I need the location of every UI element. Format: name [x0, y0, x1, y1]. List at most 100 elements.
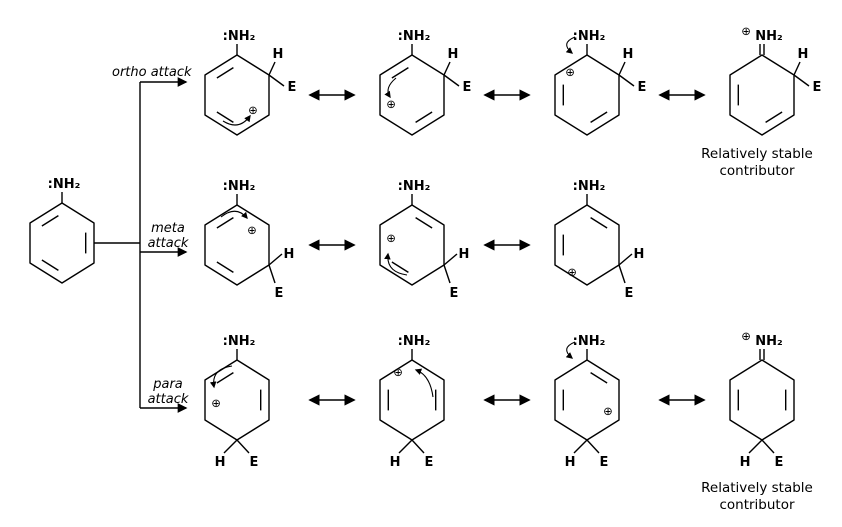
iminium-charge-symbol: ⊕: [741, 24, 751, 38]
ring: [379, 204, 445, 286]
amine-label: :NH₂: [573, 179, 606, 194]
double-bond: [216, 372, 234, 384]
iminium-charge-symbol: ⊕: [741, 329, 751, 343]
hydrogen-label: H: [798, 47, 809, 62]
charge-symbol: ⊕: [603, 404, 613, 418]
electrophile-bond: [618, 74, 635, 87]
stable-contributor-caption: Relatively stable: [701, 480, 813, 496]
electrophile-bond: [443, 264, 451, 284]
electron-flow-arrow: [384, 252, 408, 276]
structure-ortho-2: :NH₂ H E ⊕: [379, 29, 472, 136]
charge-symbol: ⊕: [567, 265, 577, 279]
hydrogen-label: H: [284, 247, 295, 262]
hydrogen-bond: [268, 61, 276, 76]
pathway-label-meta: attack: [148, 236, 189, 251]
hydrogen-label: H: [623, 47, 634, 62]
structure-aniline: :NH₂: [29, 177, 95, 284]
charge-symbol: ⊕: [248, 103, 258, 117]
electrophile-label: E: [425, 455, 434, 470]
electrophile-label: E: [813, 80, 822, 95]
structure-ortho-4: NH₂⊕HE: [729, 24, 822, 136]
hydrogen-bond: [748, 439, 763, 454]
double-bond: [391, 261, 409, 273]
double-bond: [590, 372, 608, 384]
amine-label: :NH₂: [398, 179, 431, 194]
ring: [729, 359, 795, 441]
hydrogen-bond: [573, 439, 588, 454]
ring: [29, 202, 95, 284]
amine-label: :NH₂: [223, 334, 256, 349]
hydrogen-bond: [618, 61, 626, 76]
pathway-label-para: para: [152, 377, 183, 392]
hydrogen-label: H: [565, 455, 576, 470]
electrophile-label: E: [288, 80, 297, 95]
pathway-label-meta: meta: [151, 221, 185, 236]
electrophile-bond: [443, 74, 460, 87]
electrophile-label: E: [775, 455, 784, 470]
charge-symbol: ⊕: [247, 223, 257, 237]
electrophile-bond: [411, 439, 425, 454]
structure-ortho-3: :NH₂ H E ⊕: [554, 29, 647, 136]
double-bond: [216, 67, 234, 79]
amine-label: :NH₂: [223, 29, 256, 44]
electron-flow-arrow: [222, 114, 251, 126]
amine-label: :NH₂: [573, 29, 606, 44]
structure-para-4: NH₂ ⊕ H E: [729, 329, 795, 470]
double-bond: [216, 217, 234, 229]
double-bond: [415, 111, 433, 123]
electrophile-label: E: [463, 80, 472, 95]
ring: [729, 54, 795, 136]
ring: [554, 359, 620, 441]
hydrogen-bond: [618, 253, 633, 266]
electron-flow-arrow: [209, 365, 233, 389]
iminium-label: NH₂: [755, 334, 782, 349]
double-bond: [590, 217, 608, 229]
electron-flow-arrow: [414, 368, 434, 398]
hydrogen-bond: [223, 439, 238, 454]
hydrogen-label: H: [740, 455, 751, 470]
stable-contributor-caption: contributor: [719, 163, 795, 179]
electrophile-bond: [268, 74, 285, 87]
hydrogen-bond: [443, 61, 451, 76]
electrophile-label: E: [450, 286, 459, 301]
hydrogen-label: H: [448, 47, 459, 62]
amine-label: :NH₂: [398, 29, 431, 44]
double-bond: [765, 111, 783, 123]
amine-label: :NH₂: [398, 334, 431, 349]
amine-label: :NH₂: [223, 179, 256, 194]
electrophile-bond: [761, 439, 775, 454]
ring: [554, 204, 620, 286]
hydrogen-bond: [443, 253, 458, 266]
double-bond: [415, 217, 433, 229]
electrophile-label: E: [275, 286, 284, 301]
hydrogen-label: H: [390, 455, 401, 470]
pathway-label-ortho: ortho attack: [112, 65, 192, 80]
electron-flow-arrow: [565, 341, 576, 359]
ring: [204, 54, 270, 136]
structure-meta-2: :NH₂ H E ⊕: [379, 179, 470, 301]
charge-symbol: ⊕: [565, 65, 575, 79]
double-bond: [590, 111, 608, 123]
ring: [204, 204, 270, 286]
electrophile-bond: [793, 74, 810, 87]
hydrogen-bond: [398, 439, 413, 454]
electrophile-bond: [586, 439, 600, 454]
ring: [379, 359, 445, 441]
amine-label: :NH₂: [573, 334, 606, 349]
hydrogen-label: H: [215, 455, 226, 470]
hydrogen-label: H: [634, 247, 645, 262]
charge-symbol: ⊕: [386, 97, 396, 111]
charge-symbol: ⊕: [386, 231, 396, 245]
electrophile-bond: [618, 264, 626, 284]
stable-contributor-caption: contributor: [719, 497, 795, 513]
electrophile-label: E: [638, 80, 647, 95]
pathway-label-para: attack: [148, 392, 189, 407]
hydrogen-label: H: [459, 247, 470, 262]
